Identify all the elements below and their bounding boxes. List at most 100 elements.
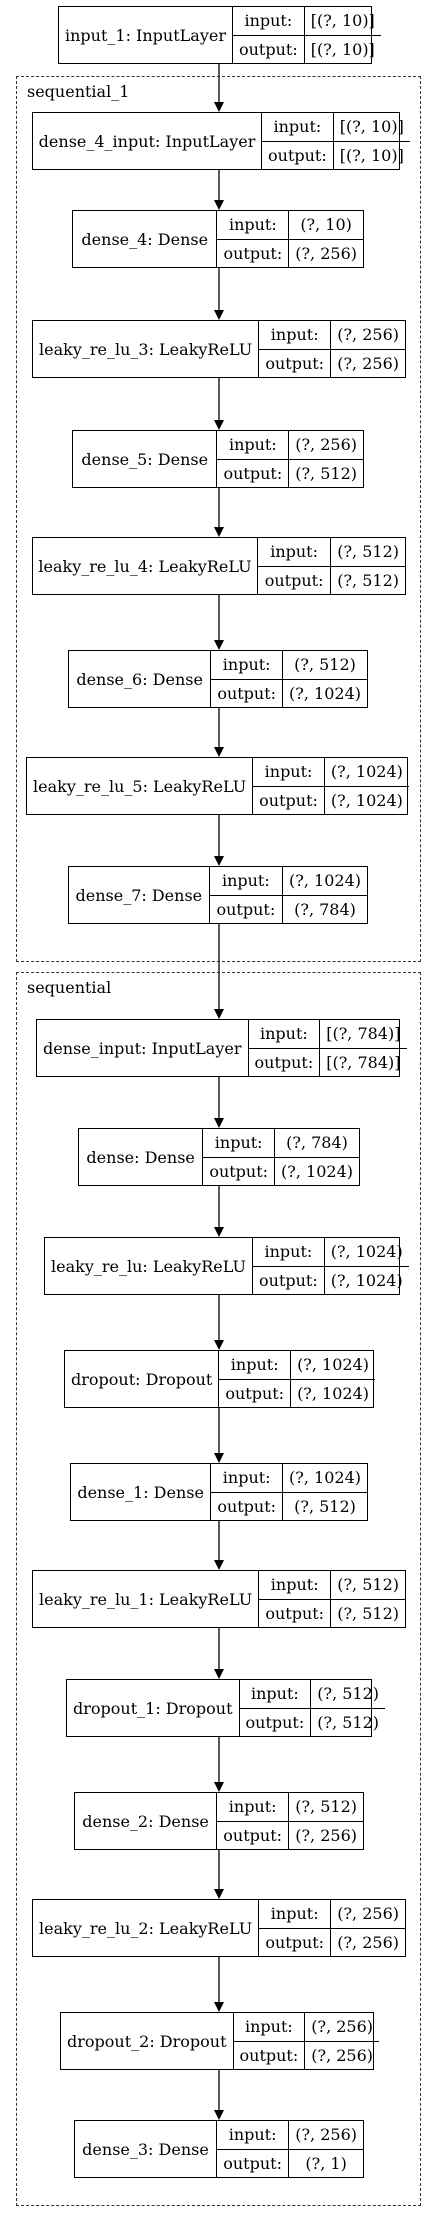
port-values: (?, 10) (?, 256) — [289, 211, 363, 267]
output-shape: (?, 512) — [337, 1603, 399, 1623]
port-keys: input:output: — [253, 758, 325, 814]
arrow-head — [214, 310, 224, 320]
port-values: [(?, 10)][(?, 10)] — [304, 7, 381, 63]
output-shape: (?, 512) — [317, 1712, 380, 1732]
output-shape: [(?, 784)] — [326, 1052, 401, 1072]
port-values: (?, 1024)(?, 1024) — [324, 758, 409, 814]
input-shape: (?, 512) — [331, 1571, 405, 1600]
input-shape: (?, 256) — [305, 2013, 380, 2042]
port-keys: input:output: — [203, 1129, 276, 1185]
port-keys: input:output: — [217, 211, 290, 267]
input-shape: (?, 256) — [289, 2121, 363, 2150]
layer-label: dense_input: InputLayer — [37, 1020, 249, 1076]
arrow-head — [214, 747, 224, 757]
input-key: input: — [239, 1680, 311, 1709]
output-shape: (?, 256) — [311, 2045, 374, 2065]
arrow-head — [214, 1453, 224, 1463]
input-key: input: — [211, 651, 283, 680]
input-key: input: — [259, 1571, 331, 1600]
output-shape: (?, 1024) — [281, 1161, 353, 1181]
input-key: input: — [258, 538, 331, 567]
output-key: output: — [259, 1270, 318, 1290]
output-key: output: — [223, 1825, 283, 1845]
port-keys: input:output: — [233, 2013, 306, 2069]
output-key: output: — [268, 145, 327, 165]
port-values: (?, 512)(?, 512) — [331, 538, 405, 594]
output-key: output: — [209, 1161, 269, 1181]
layer-label: dense_7: Dense — [69, 867, 210, 923]
port-values: (?, 256) (?, 256) — [305, 2013, 380, 2069]
input-shape: (?, 512) — [283, 651, 367, 680]
layer-label: leaky_re_lu_2: LeakyReLU — [33, 1900, 260, 1956]
layer-label: dropout: Dropout — [65, 1351, 220, 1407]
port-keys: input:output: — [259, 321, 332, 377]
layer-label: leaky_re_lu: LeakyReLU — [45, 1238, 253, 1294]
cluster-sequential-1: sequential_1 — [16, 76, 421, 962]
output-key: output: — [239, 2045, 299, 2065]
input-shape: (?, 512) — [289, 1793, 363, 1822]
input-shape: (?, 10) — [289, 211, 363, 240]
port-keys: input:output: — [239, 1680, 312, 1736]
output-shape: [(?, 10)] — [310, 39, 375, 59]
arrow-head — [214, 640, 224, 650]
output-key: output: — [238, 39, 298, 59]
output-shape: (?, 512) — [294, 1496, 356, 1516]
output-key: output: — [216, 899, 276, 919]
port-values: (?, 256)(?, 256) — [331, 321, 405, 377]
input-shape: (?, 1024) — [291, 1351, 376, 1380]
layer-label: leaky_re_lu_4: LeakyReLU — [33, 538, 258, 594]
input-shape: (?, 1024) — [324, 758, 409, 787]
port-values: (?, 256)(?, 1) — [289, 2121, 363, 2177]
layer-label: leaky_re_lu_1: LeakyReLU — [33, 1571, 260, 1627]
arrow-head — [214, 1227, 224, 1237]
arrow-head — [214, 102, 224, 112]
output-shape: (?, 512) — [295, 463, 357, 483]
output-key: output: — [254, 1052, 314, 1072]
output-key: output: — [264, 570, 324, 590]
layer-label: dense_3: Dense — [75, 2121, 217, 2177]
port-values: (?, 512)(?, 1024) — [283, 651, 367, 707]
cluster-label: sequential_1 — [27, 82, 130, 101]
port-values: (?, 1024)(?, 1024) — [291, 1351, 376, 1407]
layer-label: dropout_2: Dropout — [61, 2013, 234, 2069]
output-shape: (?, 256) — [295, 243, 357, 263]
layer-label: input_1: InputLayer — [59, 7, 233, 63]
port-keys: input:output: — [248, 1020, 321, 1076]
port-values: (?, 512) (?, 256) — [289, 1793, 363, 1849]
arrow-head — [214, 420, 224, 430]
arrow-head — [214, 1340, 224, 1350]
output-shape: (?, 256) — [295, 1825, 357, 1845]
input-key: input: — [253, 758, 324, 787]
input-key: input: — [209, 867, 283, 896]
arrow-head — [214, 1889, 224, 1899]
input-shape: (?, 1024) — [283, 867, 367, 896]
output-key: output: — [223, 2153, 282, 2173]
input-shape: [(?, 10)] — [333, 113, 410, 142]
arrow-head — [214, 1118, 224, 1128]
output-key: output: — [217, 1496, 277, 1516]
port-values: [(?, 784)][(?, 784)] — [320, 1020, 407, 1076]
input-key: input: — [217, 1793, 289, 1822]
port-keys: input:output: — [211, 1464, 284, 1520]
output-shape: [(?, 10)] — [339, 145, 404, 165]
layer-label: dense_2: Dense — [75, 1793, 218, 1849]
port-keys: input: output: — [217, 1793, 290, 1849]
cluster-sequential: sequential — [16, 972, 421, 2206]
arrow-head — [214, 2110, 224, 2120]
layer-label: dense_4_input: InputLayer — [33, 113, 262, 169]
output-key: output: — [265, 1932, 325, 1952]
arrow-head — [214, 527, 224, 537]
output-shape: (?, 256) — [337, 353, 399, 373]
layer-label: dense_1: Dense — [71, 1464, 212, 1520]
input-shape: (?, 1024) — [324, 1238, 409, 1267]
port-values: (?, 1024)(?, 1024) — [324, 1238, 409, 1294]
port-keys: input:output: — [259, 1900, 332, 1956]
